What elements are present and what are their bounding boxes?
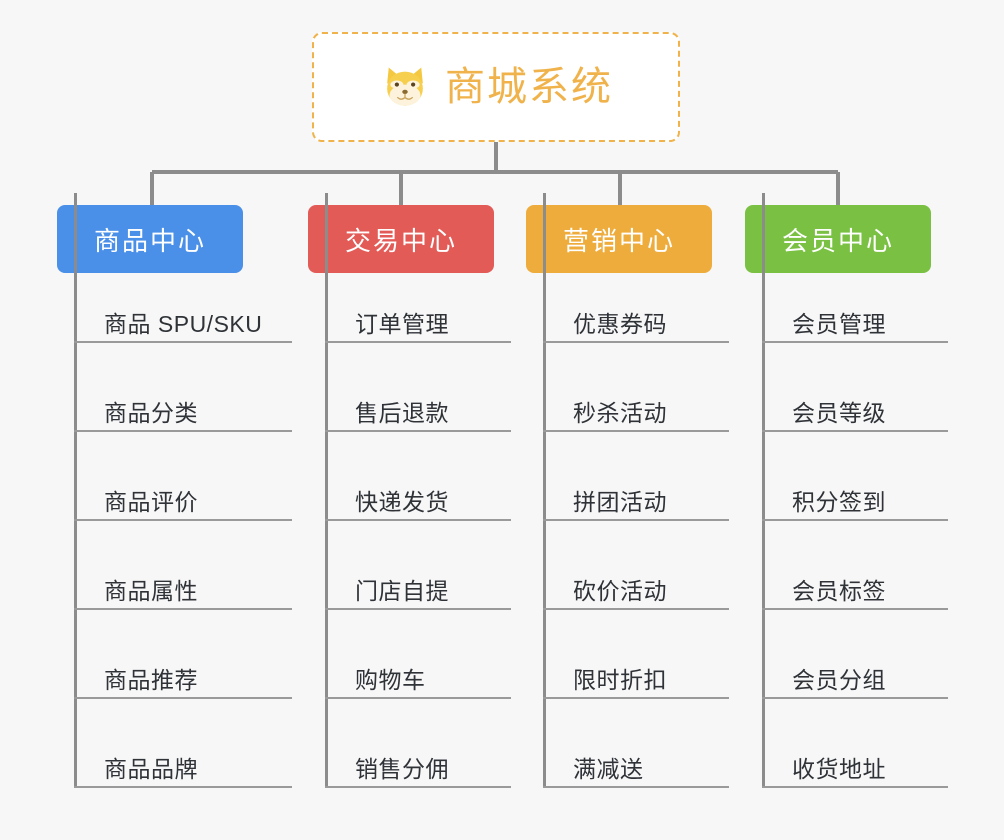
leaf-label: 商品评价 xyxy=(104,489,198,515)
leaf-label: 满减送 xyxy=(573,756,644,782)
category-label: 会员中心 xyxy=(781,225,894,256)
leaf-label: 售后退款 xyxy=(355,400,449,426)
branch-spine xyxy=(325,193,328,788)
leaf-underline xyxy=(74,608,292,610)
leaf-underline xyxy=(543,786,729,788)
leaf-underline xyxy=(543,430,729,432)
category-label: 交易中心 xyxy=(344,225,457,256)
leaf-underline xyxy=(543,519,729,521)
leaf-label: 商品推荐 xyxy=(104,667,198,693)
leaf-underline xyxy=(762,608,948,610)
leaf-label: 会员等级 xyxy=(792,400,886,426)
category-column: 会员中心会员管理会员等级积分签到会员标签会员分组收货地址 xyxy=(745,193,948,788)
leaf-underline xyxy=(543,341,729,343)
leaf-label: 快递发货 xyxy=(355,489,449,515)
leaf-label: 会员分组 xyxy=(792,667,886,693)
branch-spine xyxy=(762,193,765,788)
category-box[interactable]: 商品中心 xyxy=(57,205,243,273)
leaf-label: 收货地址 xyxy=(792,756,886,782)
leaf-underline xyxy=(762,519,948,521)
leaf-label: 商品品牌 xyxy=(104,756,198,782)
leaf-label: 限时折扣 xyxy=(573,667,667,693)
category-box[interactable]: 会员中心 xyxy=(745,205,931,273)
root-node[interactable]: 商城系统 xyxy=(312,32,680,142)
leaf-underline xyxy=(762,697,948,699)
leaf-label: 会员标签 xyxy=(792,578,886,604)
leaf-underline xyxy=(543,697,729,699)
leaf-underline xyxy=(74,697,292,699)
leaf-label: 门店自提 xyxy=(355,578,449,604)
branch-spine xyxy=(543,193,546,788)
leaf-label: 积分签到 xyxy=(792,489,886,515)
leaf-label: 购物车 xyxy=(355,667,426,693)
leaf-underline xyxy=(325,519,511,521)
category-column: 营销中心优惠券码秒杀活动拼团活动砍价活动限时折扣满减送 xyxy=(526,193,729,788)
leaf-underline xyxy=(762,341,948,343)
leaf-underline xyxy=(325,341,511,343)
leaf-underline xyxy=(325,697,511,699)
leaf-label: 拼团活动 xyxy=(573,489,667,515)
leaf-label: 商品 SPU/SKU xyxy=(104,311,263,337)
leaf-underline xyxy=(74,519,292,521)
category-column: 交易中心订单管理售后退款快递发货门店自提购物车销售分佣 xyxy=(308,193,511,788)
category-box[interactable]: 交易中心 xyxy=(308,205,494,273)
leaf-underline xyxy=(74,786,292,788)
leaf-label: 砍价活动 xyxy=(573,578,667,604)
category-box[interactable]: 营销中心 xyxy=(526,205,712,273)
leaf-underline xyxy=(325,786,511,788)
root-title: 商城系统 xyxy=(445,65,613,109)
branch-spine xyxy=(74,193,77,788)
leaf-underline xyxy=(325,608,511,610)
category-label: 商品中心 xyxy=(93,225,206,256)
leaf-label: 订单管理 xyxy=(355,311,449,337)
leaf-underline xyxy=(74,341,292,343)
leaf-label: 会员管理 xyxy=(792,311,886,337)
category-label: 营销中心 xyxy=(562,225,675,256)
leaf-label: 销售分佣 xyxy=(355,756,449,782)
leaf-underline xyxy=(762,786,948,788)
leaf-label: 优惠券码 xyxy=(573,311,667,337)
leaf-underline xyxy=(543,608,729,610)
category-column: 商品中心商品 SPU/SKU 商品分类商品评价商品属性商品推荐商品品牌 xyxy=(57,193,292,788)
leaf-label: 商品分类 xyxy=(104,400,198,426)
shiba-dog-emoji xyxy=(387,67,423,108)
leaf-underline xyxy=(74,430,292,432)
leaf-label: 秒杀活动 xyxy=(573,400,667,426)
leaf-underline xyxy=(325,430,511,432)
leaf-underline xyxy=(762,430,948,432)
leaf-label: 商品属性 xyxy=(104,578,198,604)
